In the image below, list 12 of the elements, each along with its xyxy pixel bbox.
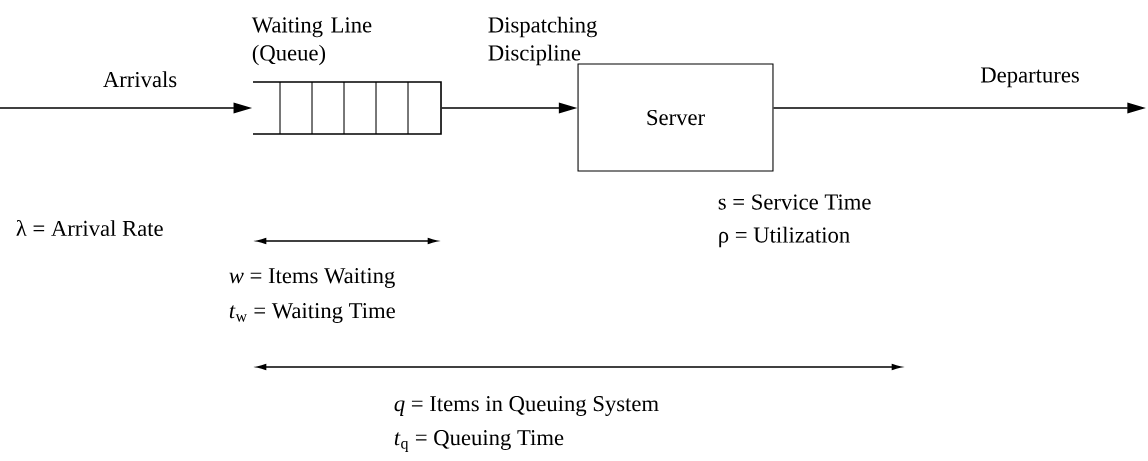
annotation-text: w = Items Waiting: [229, 268, 395, 288]
annotation-text: t$_{w}$ = Waiting Time: [229, 303, 395, 323]
annotation-text: λ = Arrival Rate: [16, 219, 163, 237]
queue-drawing: Waiting Line (Queue): [251, 17, 442, 135]
annotation-text: s = Service Time: [718, 194, 871, 210]
annotation-text: t$_{q}$ = Queuing Time: [394, 430, 564, 452]
server-box: Server: [577, 63, 774, 172]
edge-label: Dispatching Discipline: [488, 16, 597, 66]
annotation-text: q = Items in Queuing System: [394, 396, 659, 416]
annotation-text: ρ = Utilization: [719, 226, 850, 248]
edge-label: Arrivals: [103, 71, 177, 88]
edge-label: Departures: [980, 67, 1079, 88]
